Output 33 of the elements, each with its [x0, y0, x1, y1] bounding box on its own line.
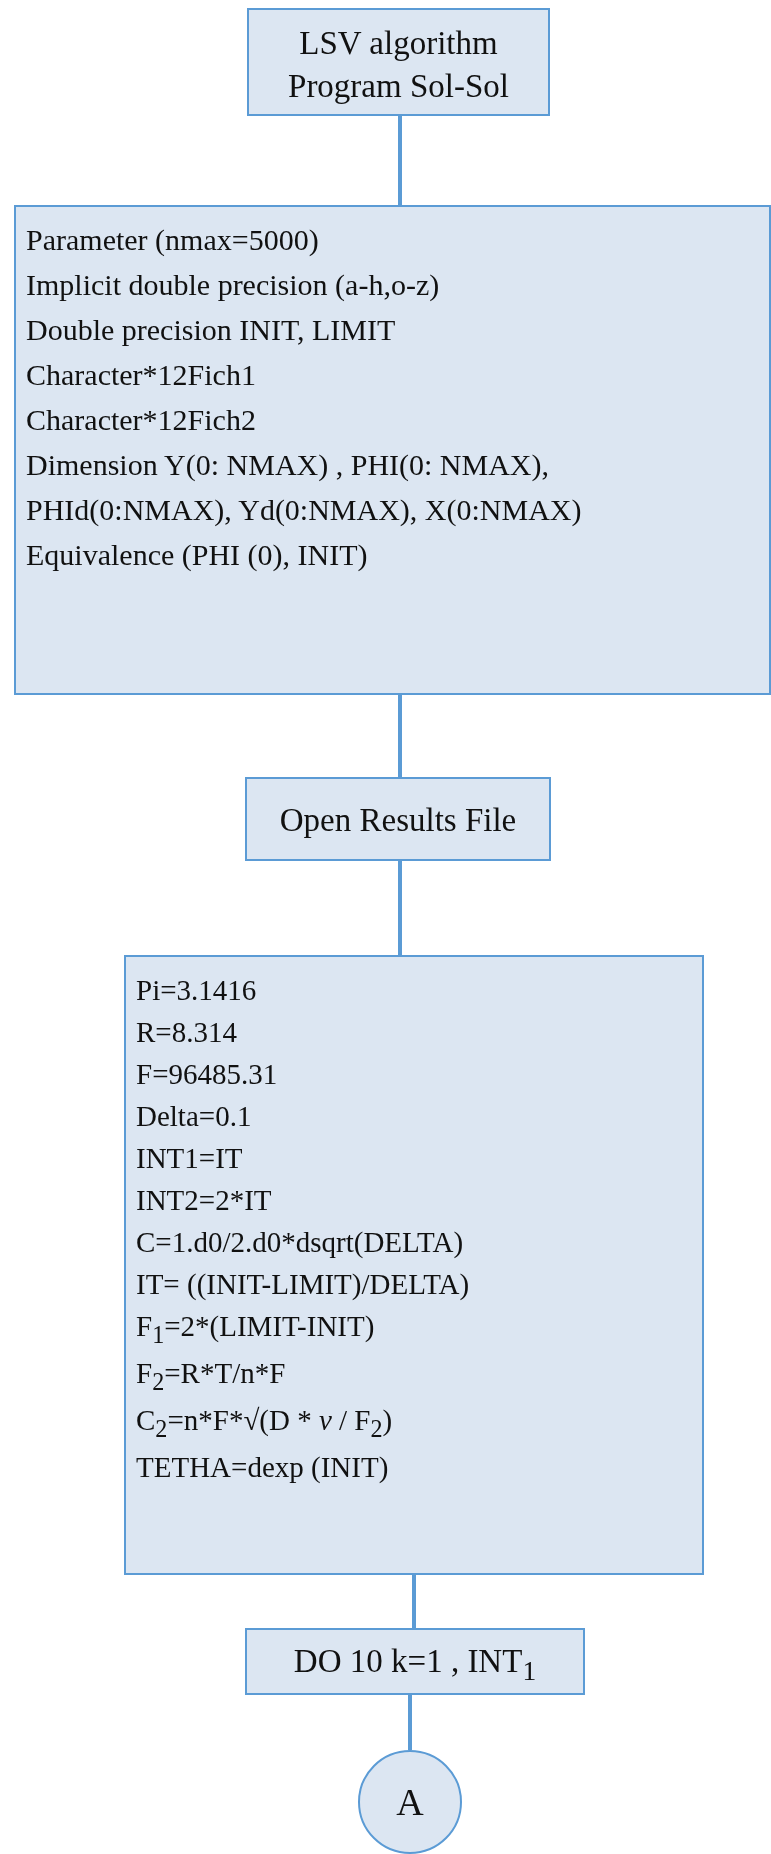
node-text: F$_{2}$=R*T/n*F	[136, 1356, 287, 1397]
node-text: Equivalence (PHI (0), INIT)	[26, 537, 369, 573]
node-text: INT1=IT	[136, 1141, 244, 1177]
process-box	[247, 8, 550, 116]
node-text: LSV algorithm Program Sol-Sol	[287, 24, 510, 106]
node-text: C$_{2}$=n*F*√(D *v / F$_{2}$)	[136, 1403, 394, 1444]
node-text: Delta=0.1	[136, 1099, 253, 1135]
node-text: Implicit double precision (a-h,o-z)	[26, 267, 441, 303]
node-text: Character*12Fich1	[26, 357, 257, 393]
connector-line	[398, 116, 402, 205]
node-text: Double precision INIT, LIMIT	[26, 312, 397, 348]
process-box	[245, 1628, 585, 1695]
node-text: IT= ((INIT-LIMIT)/DELTA)	[136, 1267, 471, 1303]
process-box	[124, 955, 704, 1575]
node-text: F=96485.31	[136, 1057, 279, 1093]
node-text: Dimension Y(0: NMAX) , PHI(0: NMAX), PHId(0:NMAX), Yd(0:NMAX), X(0:NMAX)	[26, 447, 583, 528]
process-box	[14, 205, 771, 695]
connector-line	[398, 861, 402, 955]
node-text: C=1.d0/2.d0*dsqrt(DELTA)	[136, 1225, 465, 1261]
node-text: DO 10 k=1 , INT$_{1}$	[292, 1642, 538, 1688]
node-text: Open Results File	[278, 801, 518, 840]
node-text: Pi=3.1416	[136, 973, 258, 1008]
node-text: TETHA=dexp (INIT)	[136, 1449, 390, 1485]
node-text: A	[395, 1780, 425, 1825]
node-text: F$_{1}$=2*(LIMIT-INIT)	[136, 1309, 376, 1351]
connector-line	[408, 1695, 412, 1750]
connector-line	[412, 1575, 416, 1628]
node-text: INT2=2*IT	[136, 1183, 273, 1219]
node-text: R=8.314	[136, 1015, 238, 1051]
node-text: Parameter (nmax=5000)	[26, 222, 320, 258]
node-text: Character*12Fich2	[26, 402, 257, 438]
connector-line	[398, 695, 402, 777]
process-box	[245, 777, 551, 861]
